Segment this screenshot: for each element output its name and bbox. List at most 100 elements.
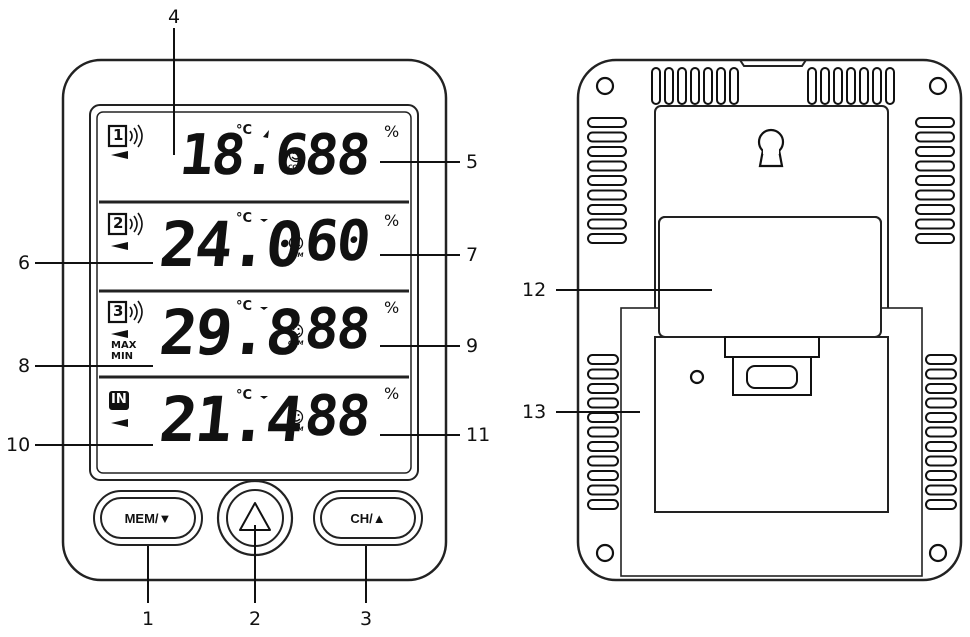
vent-slot [872, 67, 882, 105]
temp-in: 21.4 [156, 383, 306, 456]
vent-slot [915, 189, 955, 201]
vent-slot [587, 354, 619, 365]
callout-11: 11 [466, 424, 491, 446]
comfort-ch2: COM [288, 252, 304, 259]
comfort-ch1: COM [288, 164, 304, 171]
vent-slot [587, 218, 627, 230]
vent-slot [729, 67, 739, 105]
vent-slot [925, 441, 957, 452]
callout-10: 10 [6, 434, 31, 456]
vent-slot [915, 160, 955, 172]
channel-badge-1 [107, 124, 128, 148]
top-tab [739, 59, 807, 67]
callout-lines-back [556, 289, 712, 413]
humidity-ch2: 60 [301, 209, 372, 274]
vent-slot [846, 67, 856, 105]
vent-slot [925, 499, 957, 510]
callout-4: 4 [167, 6, 181, 28]
channel-badge-2 [107, 212, 128, 236]
vent-slot [925, 470, 957, 481]
callout-13: 13 [522, 401, 547, 423]
channel-num-1: 1 [113, 126, 124, 144]
vent-slot [690, 67, 700, 105]
vent-slot [587, 189, 627, 201]
callout-3: 3 [359, 608, 373, 630]
vent-slot [587, 426, 619, 438]
callout-2: 2 [248, 608, 262, 630]
vent-slot [703, 67, 713, 105]
vent-slot [587, 146, 627, 157]
temp-ch3: 29.8 [156, 296, 306, 369]
ch-up-label: CH/▲ [350, 510, 386, 526]
vent-slot [915, 233, 955, 244]
callout-1: 1 [141, 608, 155, 630]
humidity-ch1: 88 [301, 123, 372, 188]
vent-slot [915, 204, 955, 215]
vent-slot [587, 175, 627, 186]
vent-slot [587, 117, 627, 128]
unit-ch2: °C [236, 211, 253, 226]
pct-ch2: % [384, 211, 400, 230]
channel-num-2: 2 [113, 214, 124, 232]
channel-badge-3 [107, 300, 128, 324]
vent-slot [587, 204, 627, 215]
vent-slot [915, 146, 955, 157]
trend-arrow-icon [260, 130, 269, 399]
alert-button[interactable] [218, 481, 292, 555]
vent-slot [587, 131, 627, 143]
vent-slot [587, 441, 619, 452]
vent-slot [925, 383, 957, 394]
vent-slot [820, 67, 830, 105]
vent-slots [587, 67, 957, 510]
comfort-in: COM [288, 426, 304, 433]
callout-6: 6 [18, 252, 31, 274]
vent-slot [915, 175, 955, 186]
vent-slot [925, 397, 957, 409]
humidity-in: 88 [301, 384, 372, 449]
callout-5: 5 [466, 151, 479, 173]
arrow-icon [111, 151, 128, 427]
vent-slot [587, 499, 619, 510]
vent-slot [664, 67, 674, 105]
vent-slot [651, 67, 661, 105]
vent-slot [587, 397, 619, 409]
min-label: MIN [111, 351, 134, 362]
smiley-eyes [292, 152, 300, 416]
callout-8: 8 [18, 355, 31, 377]
temp-ch2: 24.0 [156, 208, 306, 281]
vent-slot [925, 484, 957, 496]
vent-slot [925, 426, 957, 438]
humidity-ch3: 88 [301, 297, 372, 362]
callout-12: 12 [522, 279, 547, 301]
callout-7: 7 [466, 244, 479, 266]
vent-slot [885, 67, 895, 105]
channel-num-3: 3 [113, 302, 124, 320]
callout-9: 9 [466, 335, 479, 357]
screw-hole [689, 369, 705, 385]
channel-num-in: IN [111, 392, 127, 407]
vent-slot [833, 67, 843, 105]
vent-slot [587, 383, 619, 394]
max-label: MAX [111, 340, 137, 351]
channel-badge-in [109, 391, 129, 410]
keyhole-icon [757, 128, 785, 168]
mem-down-button[interactable]: MEM/▼ [93, 490, 203, 546]
pct-ch3: % [384, 298, 400, 317]
comfort-ch3: COM [288, 340, 304, 347]
vent-slot [587, 470, 619, 481]
smiley-icon [288, 147, 304, 425]
vent-slot [587, 484, 619, 496]
vent-slot [915, 131, 955, 143]
vent-slot [925, 455, 957, 467]
unit-ch3: °C [236, 299, 253, 314]
ch-up-button[interactable]: CH/▲ [313, 490, 423, 546]
vent-slot [925, 412, 957, 423]
vent-slot [677, 67, 687, 105]
stand-latch [724, 336, 820, 396]
vent-slot [915, 117, 955, 128]
vent-slot [925, 368, 957, 380]
pct-in: % [384, 384, 400, 403]
vent-slot [716, 67, 726, 105]
